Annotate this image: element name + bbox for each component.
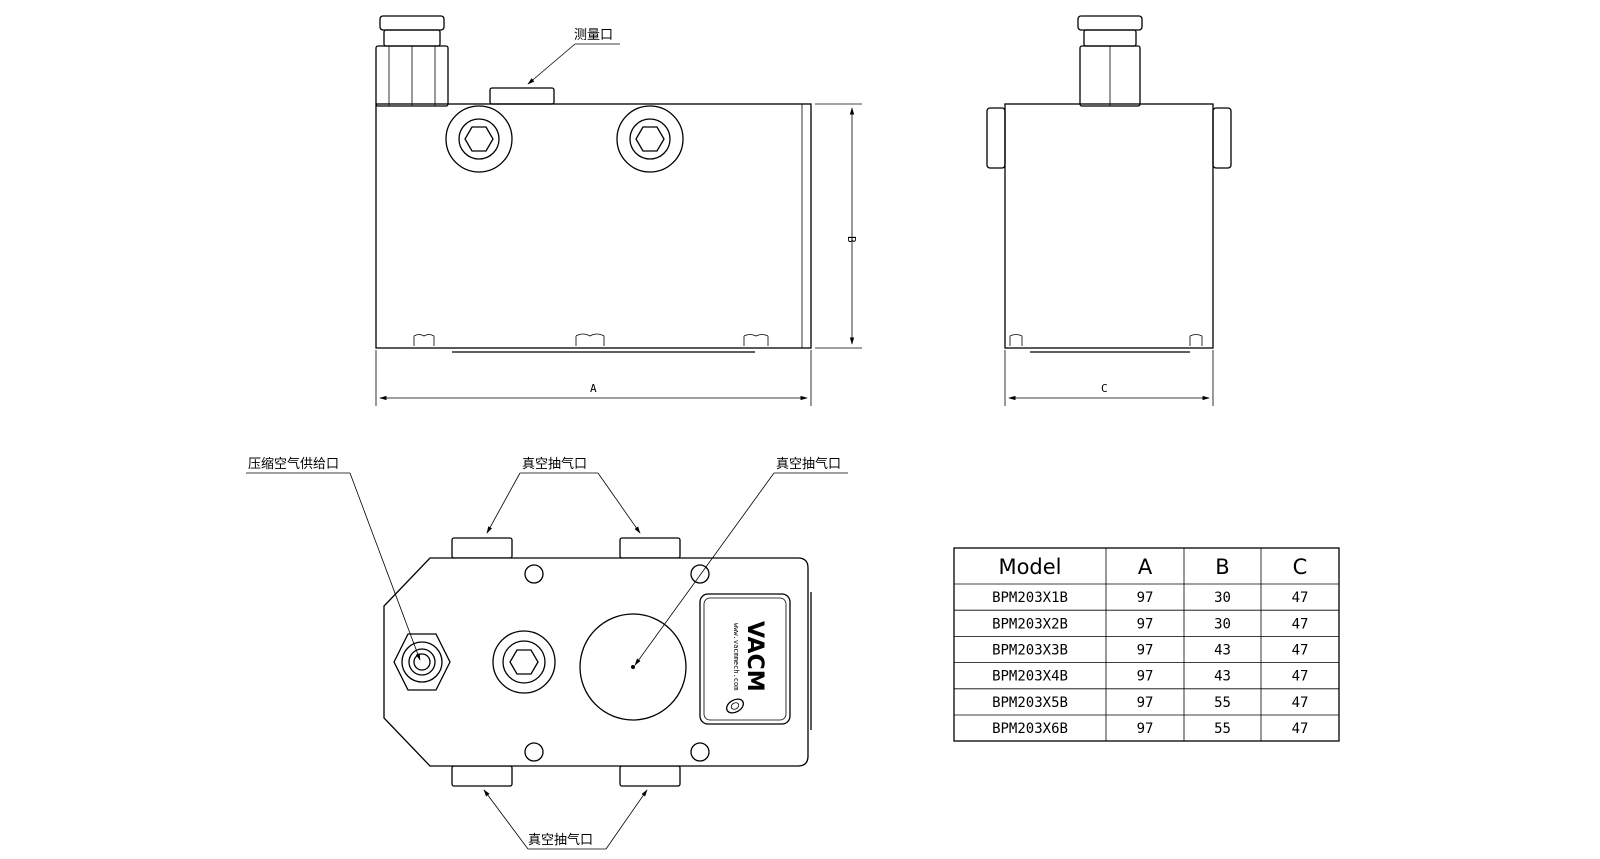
vacuum-port-circle [579, 613, 687, 721]
measure-port-block [489, 87, 555, 105]
front-hex-plug-2 [616, 105, 684, 173]
vacuum-port-top-label: 真空抽气口 [522, 456, 587, 472]
front-foot-1 [413, 334, 435, 346]
table-value-cell: 43 [1214, 643, 1231, 659]
table-value-cell: 47 [1292, 643, 1309, 659]
front-foot-3 [743, 334, 769, 346]
side-fitting [1077, 15, 1143, 107]
side-right-boss [1212, 107, 1232, 169]
side-foot-2 [1189, 334, 1203, 346]
dimension-b-label: B [845, 236, 858, 243]
table-value-cell: 97 [1137, 643, 1154, 659]
vacuum-port-top-left [451, 537, 513, 559]
front-hex-plug-1 [445, 105, 513, 173]
table-value-cell: 97 [1137, 721, 1154, 737]
table-value-cell: 47 [1292, 616, 1309, 632]
table-model-cell: BPM203X1B [992, 590, 1068, 606]
table-value-cell: 47 [1292, 721, 1309, 737]
side-foot-1 [1009, 334, 1023, 346]
front-foot-2 [575, 333, 605, 346]
front-body [375, 103, 812, 349]
dimension-a-label: A [590, 382, 597, 395]
compressed-air-label: 压缩空气供给口 [248, 456, 339, 472]
table-model-cell: BPM203X6B [992, 721, 1068, 737]
mount-hole-2 [690, 564, 710, 584]
table-model-cell: BPM203X4B [992, 669, 1068, 685]
table-value-cell: 47 [1292, 695, 1309, 711]
table-value-cell: 47 [1292, 590, 1309, 606]
side-body [1004, 103, 1214, 349]
front-fitting [375, 15, 449, 107]
mount-hole-3 [524, 742, 544, 762]
table-value-cell: 47 [1292, 669, 1309, 685]
table-header-cell: B [1215, 555, 1229, 579]
logo-url: www.vacmmech.com [732, 623, 740, 690]
table-value-cell: 55 [1214, 695, 1231, 711]
table-value-cell: 55 [1214, 721, 1231, 737]
table-header-cell: A [1138, 555, 1153, 579]
table-header-cell: C [1293, 555, 1308, 579]
logo-mark-icon [725, 698, 745, 714]
mount-hole-4 [690, 742, 710, 762]
table-value-cell: 97 [1137, 616, 1154, 632]
side-left-boss [986, 107, 1006, 169]
table-border [953, 547, 1340, 742]
dimension-c-label: C [1101, 382, 1108, 395]
top-body [383, 557, 809, 767]
vacuum-port-right-label: 真空抽气口 [776, 456, 841, 472]
table-value-cell: 97 [1137, 695, 1154, 711]
vacuum-port-top-right [619, 537, 681, 559]
vacuum-port-bottom-right [619, 765, 681, 787]
top-hex-plug [492, 630, 556, 694]
table-model-cell: BPM203X2B [992, 616, 1068, 632]
table-model-cell: BPM203X3B [992, 643, 1068, 659]
table-value-cell: 97 [1137, 669, 1154, 685]
table-header-cell: Model [998, 555, 1061, 579]
table-value-cell: 30 [1214, 616, 1231, 632]
measure-port-label: 测量口 [574, 28, 613, 43]
vacuum-port-bottom-left [451, 765, 513, 787]
air-inlet-fitting [393, 633, 451, 691]
logo-brand: VACM [742, 621, 767, 692]
table-value-cell: 30 [1214, 590, 1231, 606]
table-value-cell: 97 [1137, 590, 1154, 606]
table-model-cell: BPM203X5B [992, 695, 1068, 711]
table-value-cell: 43 [1214, 669, 1231, 685]
top-view: VACM www.vacmmech.com 压缩空气供给口 真空抽气口 真空抽气… [246, 456, 848, 850]
logo-panel: VACM www.vacmmech.com [699, 593, 791, 725]
mount-hole-1 [524, 564, 544, 584]
side-view: C [986, 15, 1232, 406]
front-view: 测量口 B A [375, 15, 862, 406]
vacuum-port-bottom-label: 真空抽气口 [528, 832, 593, 848]
